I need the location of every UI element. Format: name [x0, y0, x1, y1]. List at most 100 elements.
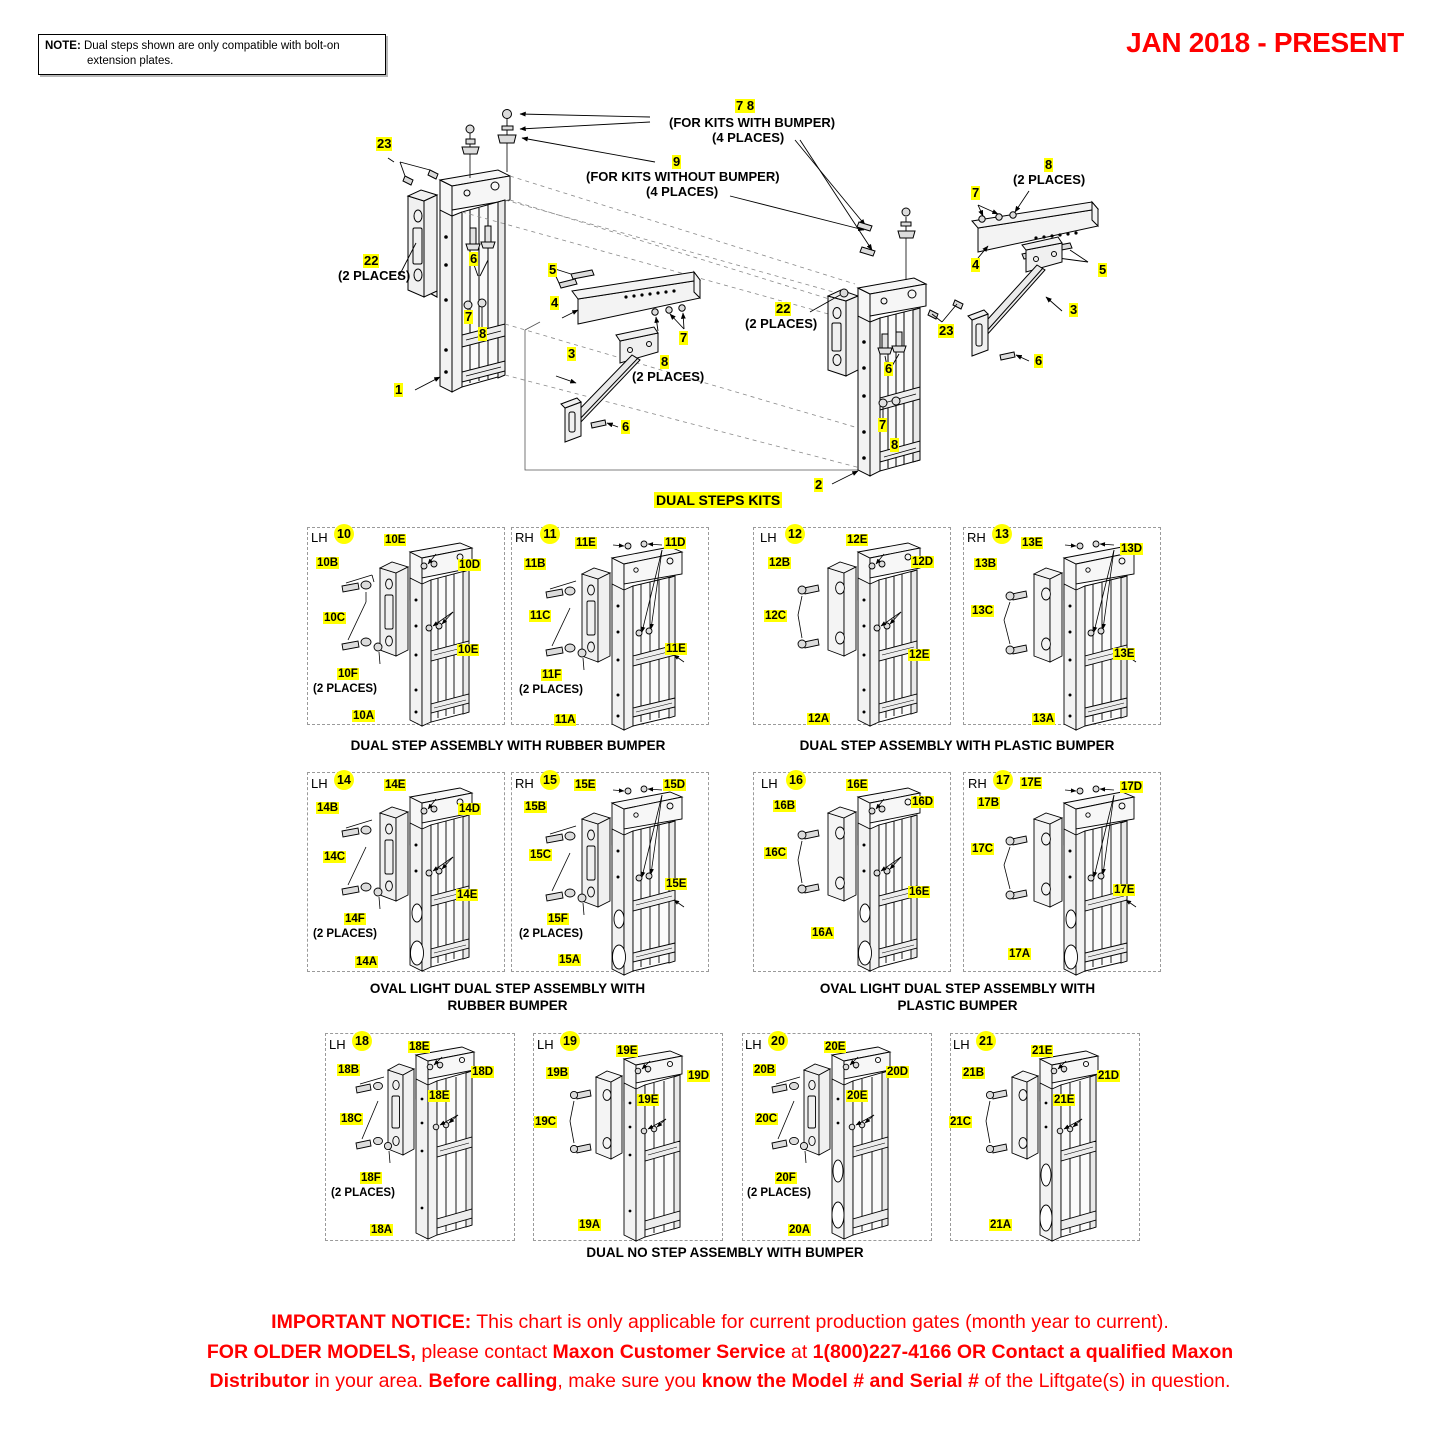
- label-12D: 12D: [911, 556, 935, 569]
- label-16A: 16A: [811, 927, 835, 940]
- callout-7-upper-right: 7: [971, 185, 981, 200]
- hand-label-17: RH: [968, 776, 987, 791]
- label-16D: 16D: [911, 796, 935, 809]
- label-10C: 10C: [323, 612, 347, 625]
- notice-phone-number: 1(800)227-4166 OR Contact a qualified Ma…: [812, 1340, 1234, 1363]
- label-21E-top: 21E: [1031, 1045, 1054, 1058]
- callout-6-upper-right: 6: [1034, 353, 1044, 368]
- notice-l3-t1: in your area.: [309, 1369, 429, 1392]
- badge-12: 12: [785, 524, 805, 544]
- label-11A: 11A: [554, 714, 577, 727]
- label-20A: 20A: [788, 1224, 812, 1237]
- label-19A: 19A: [578, 1219, 602, 1232]
- badge-17: 17: [993, 770, 1013, 790]
- callout-6-left: 6: [469, 251, 479, 266]
- hand-label-14: LH: [311, 776, 328, 791]
- callout-7-mid: 7: [679, 330, 689, 345]
- callout-3-upper-right: 3: [1069, 302, 1079, 317]
- label-15C: 15C: [529, 849, 553, 862]
- callout-22-right-places: (2 PLACES): [745, 316, 818, 331]
- label-20E-mid: 20E: [846, 1090, 869, 1103]
- hand-label-15: RH: [515, 776, 534, 791]
- label-15E-top: 15E: [574, 779, 597, 792]
- label-21B: 21B: [962, 1067, 986, 1080]
- label-18D: 18D: [471, 1066, 495, 1079]
- callout-4-upper-right: 4: [971, 257, 981, 272]
- panel-10: [307, 527, 505, 725]
- label-15B: 15B: [524, 801, 548, 814]
- label-18B: 18B: [337, 1064, 361, 1077]
- label-16C: 16C: [764, 847, 788, 860]
- label-10F-places: (2 PLACES): [313, 683, 377, 695]
- label-10B: 10B: [316, 557, 340, 570]
- note-for-kits-with-bumper: (FOR KITS WITH BUMPER): [669, 115, 836, 130]
- note-label: NOTE:: [45, 40, 81, 52]
- label-12C: 12C: [764, 610, 788, 623]
- label-19D: 19D: [687, 1070, 711, 1083]
- callout-7-8-top: 7 8: [735, 98, 756, 113]
- label-21E-mid: 21E: [1053, 1094, 1076, 1107]
- label-14E-mid: 14E: [456, 889, 479, 902]
- label-11F-places: (2 PLACES): [519, 684, 583, 696]
- label-10A: 10A: [352, 710, 376, 723]
- hand-label-20: LH: [745, 1037, 762, 1052]
- badge-11: 11: [540, 524, 560, 544]
- callout-8-left: 8: [478, 326, 488, 341]
- hand-label-21: LH: [953, 1037, 970, 1052]
- label-21C: 21C: [949, 1116, 973, 1129]
- badge-10: 10: [334, 524, 354, 544]
- badge-16: 16: [786, 770, 806, 790]
- label-17E-top: 17E: [1020, 777, 1043, 790]
- hand-label-10: LH: [311, 530, 328, 545]
- caption-row1-left: DUAL STEP ASSEMBLY WITH RUBBER BUMPER: [350, 738, 666, 753]
- label-19E-top: 19E: [616, 1045, 639, 1058]
- hand-label-12: LH: [760, 530, 777, 545]
- label-14E-top: 14E: [384, 779, 407, 792]
- label-17D: 17D: [1120, 781, 1144, 794]
- panel-11: [511, 527, 709, 725]
- notice-line-1: IMPORTANT NOTICE: This chart is only app…: [0, 1308, 1440, 1337]
- label-18E-mid: 18E: [428, 1090, 451, 1103]
- label-17E-mid: 17E: [1113, 884, 1136, 897]
- callout-22-right: 22: [775, 301, 792, 316]
- label-20C: 20C: [755, 1113, 779, 1126]
- callout-3-mid: 3: [567, 346, 577, 361]
- label-19B: 19B: [546, 1067, 570, 1080]
- label-13C: 13C: [971, 605, 995, 618]
- label-11E-top: 11E: [575, 537, 597, 550]
- note-4-places-b: (4 PLACES): [646, 184, 719, 199]
- badge-13: 13: [992, 524, 1012, 544]
- label-18E-top: 18E: [408, 1041, 431, 1054]
- callout-8-upper-right: 8: [1044, 157, 1054, 172]
- panel-12: [753, 527, 951, 725]
- callout-23-left: 23: [376, 136, 393, 151]
- callout-5-mid: 5: [548, 262, 558, 277]
- label-12E-mid: 12E: [908, 649, 931, 662]
- badge-14: 14: [334, 770, 354, 790]
- callout-8-mid-places: (2 PLACES): [632, 369, 705, 384]
- note-line-1: Dual steps shown are only compatible wit…: [83, 40, 340, 52]
- label-21D: 21D: [1097, 1070, 1121, 1083]
- label-20F: 20F: [775, 1172, 797, 1185]
- callout-8-ur-places: (2 PLACES): [1013, 172, 1086, 187]
- label-16B: 16B: [773, 800, 797, 813]
- panel-21: [950, 1033, 1140, 1241]
- panel-19: [533, 1033, 723, 1241]
- dual-steps-kits-title: DUAL STEPS KITS: [654, 492, 783, 508]
- badge-20: 20: [768, 1031, 788, 1051]
- panel-20: [742, 1033, 932, 1241]
- label-14A: 14A: [355, 956, 379, 969]
- notice-customer-service: Maxon Customer Service: [552, 1340, 786, 1363]
- label-14B: 14B: [316, 802, 340, 815]
- label-17C: 17C: [971, 843, 995, 856]
- label-15F-places: (2 PLACES): [519, 928, 583, 940]
- label-10F: 10F: [337, 668, 359, 681]
- hand-label-16: LH: [761, 776, 778, 791]
- label-11F: 11F: [541, 669, 563, 682]
- label-12A: 12A: [807, 713, 831, 726]
- date-range-title: JAN 2018 - PRESENT: [1126, 27, 1404, 58]
- notice-line-3: Distributor in your area. Before calling…: [0, 1367, 1440, 1396]
- label-11B: 11B: [524, 558, 547, 571]
- label-10E-top: 10E: [384, 534, 407, 547]
